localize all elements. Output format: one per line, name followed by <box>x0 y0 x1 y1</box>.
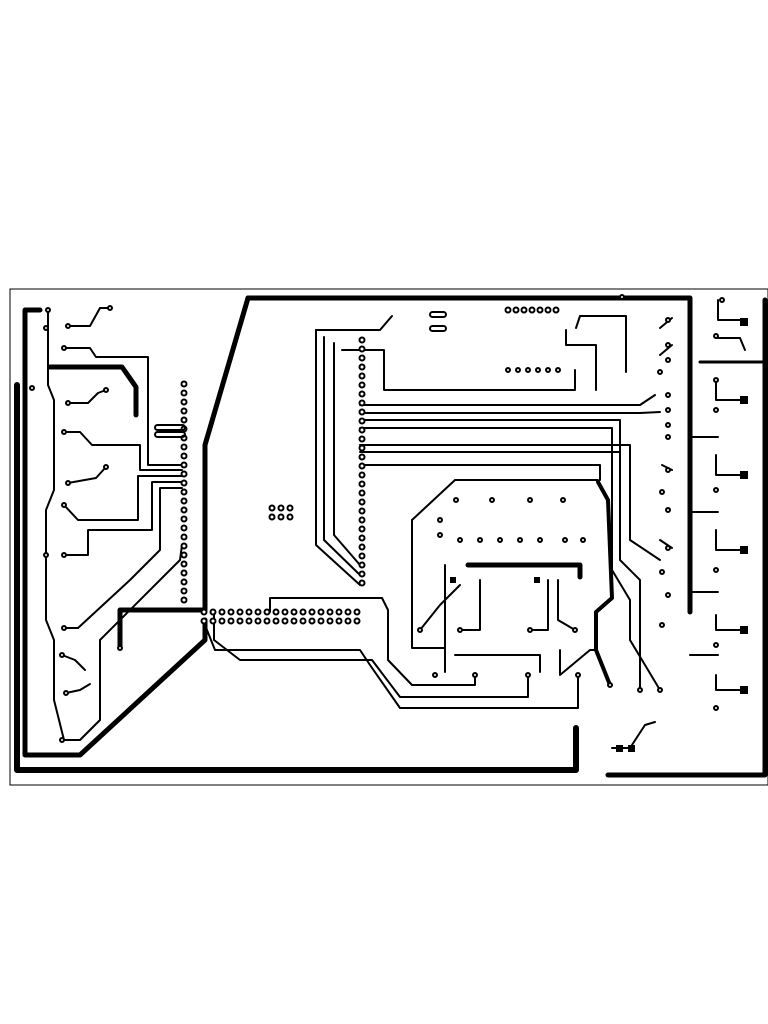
thick-left-loop <box>47 364 139 418</box>
left-component-pads <box>29 305 123 743</box>
smd-pads <box>154 311 447 438</box>
top-connector <box>504 306 561 373</box>
driver-array-pads <box>417 497 663 693</box>
power-bus-left <box>14 382 579 773</box>
traces <box>14 295 768 778</box>
center-via-cluster <box>268 504 294 521</box>
power-bus-left-top <box>22 307 208 758</box>
power-bus-bottom-right <box>605 297 768 778</box>
square-pads <box>450 318 748 752</box>
relay-pads <box>619 294 725 711</box>
bottom-header <box>200 608 361 625</box>
thick-center-bus <box>465 562 583 580</box>
mcu-header-right <box>358 336 366 587</box>
board-outline <box>9 288 768 786</box>
power-bus-top-run <box>245 295 693 615</box>
thick-right-driver <box>594 480 614 687</box>
mcu-header-left <box>180 380 188 604</box>
